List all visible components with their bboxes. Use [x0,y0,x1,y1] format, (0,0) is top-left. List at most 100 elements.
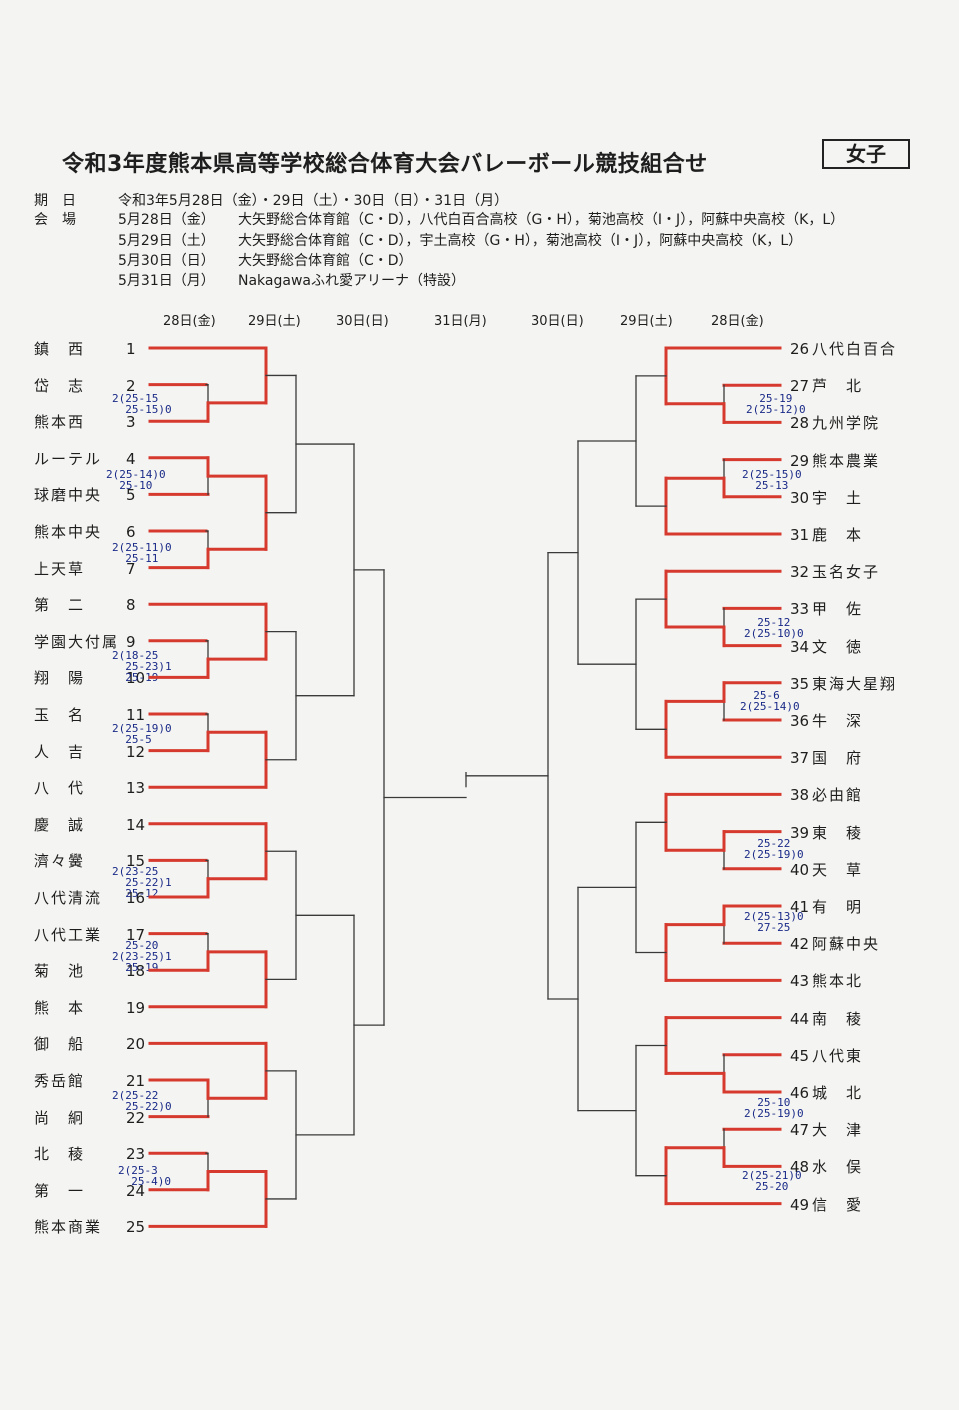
team-number: 2 [126,376,136,395]
venue-date: 5月31日（月） [118,273,215,289]
team-number: 1 [126,340,136,358]
team-name: 八代清流 [34,889,103,907]
team-name: 濟々黌 [34,852,86,871]
team-name: 水 俣 [812,1158,864,1177]
score-line: 25-19 [112,961,159,974]
day-header: 28日(金) [163,314,216,329]
team-number: 43 [790,972,810,991]
score-line: 27-25 [744,921,791,934]
score-line: 2(25-15)0 [742,468,802,481]
team-name: 第 一 [34,1181,86,1200]
team-name: 熊本農業 [812,451,881,470]
team-name: 人 吉 [34,742,86,761]
team-name: 上天草 [34,559,86,578]
team-number: 45 [790,1046,810,1065]
team-number: 21 [126,1072,146,1090]
team-number: 26 [790,340,810,358]
team-name: 学園大付属 [34,632,120,651]
team-number: 6 [126,523,136,541]
team-number: 22 [126,1108,146,1127]
team-name: 第 二 [34,596,86,615]
match-score: 2(25-15)0 25-13 [742,469,802,491]
team-row: 人 吉 12 [34,741,148,762]
team-number: 12 [126,742,146,761]
team-number: 38 [790,786,810,805]
score-line: 25-13 [742,479,789,492]
team-number: 4 [126,449,136,468]
team-name: 八代工業 [34,925,103,944]
team-number: 36 [790,712,810,730]
score-line: 25-10 [106,479,153,492]
score-line: 25-15)0 [112,403,172,416]
team-number: 8 [126,596,136,615]
team-number: 27 [790,377,810,396]
team-number: 9 [126,632,136,651]
team-number: 14 [126,815,146,834]
score-line: 25-12 [112,887,159,900]
team-name: 熊本商業 [34,1218,103,1237]
team-number: 25 [126,1218,146,1237]
team-name: 球磨中央 [34,486,103,505]
team-name: 八代東 [812,1046,864,1065]
team-name: 牛 深 [812,712,864,730]
match-score: 2(18-25 25-23)1 25-19 [112,650,172,683]
team-number: 23 [126,1145,146,1164]
team-name: 熊本北 [812,972,864,991]
team-number: 34 [790,637,810,656]
score-line: 2(25-13)0 [744,910,804,923]
venue-date: 5月28日（金） [118,212,215,228]
team-row: 八代工業 17 [34,924,148,945]
score-line: 25-5 [112,733,152,746]
venue-date: 5月30日（日） [118,253,215,269]
team-number: 40 [790,860,810,879]
team-number: 30 [790,488,810,507]
team-name: 芦 北 [812,377,864,396]
day-header: 29日(土) [620,314,673,329]
match-score: 2(25-19)0 25-5 [112,723,172,745]
team-name: 阿蘇中央 [812,935,881,954]
score-line: 2(25-3 [118,1164,158,1177]
team-number: 48 [790,1158,810,1177]
day-header: 29日(土) [248,314,301,329]
match-score: 2(25-3 25-4)0 [118,1165,171,1187]
team-name: 熊 本 [34,998,86,1017]
team-number: 17 [126,925,146,944]
team-name: 熊本西 [34,413,86,432]
team-name: 必由館 [812,786,864,805]
page-title: 令和3年度熊本県高等学校総合体育大会バレーボール競技組合せ [62,152,708,177]
team-name: 八代白百合 [812,340,898,358]
score-line: 25-22)0 [112,1100,172,1113]
category-box: 女子 [822,139,910,169]
score-line: 25-19 [112,671,159,684]
team-number: 13 [126,779,146,798]
team-name: 玉 名 [34,706,86,724]
score-line: 2(25-15 [112,392,159,405]
period-label: 期 日 [34,193,76,209]
score-line: 2(25-21)0 [742,1169,802,1182]
score-line: 25-12 [744,616,791,629]
period-value: 令和3年5月28日（金）・29日（土）・30日（日）・31日（月） [118,193,509,209]
team-number: 35 [790,674,810,693]
team-name: 大 津 [812,1121,864,1140]
